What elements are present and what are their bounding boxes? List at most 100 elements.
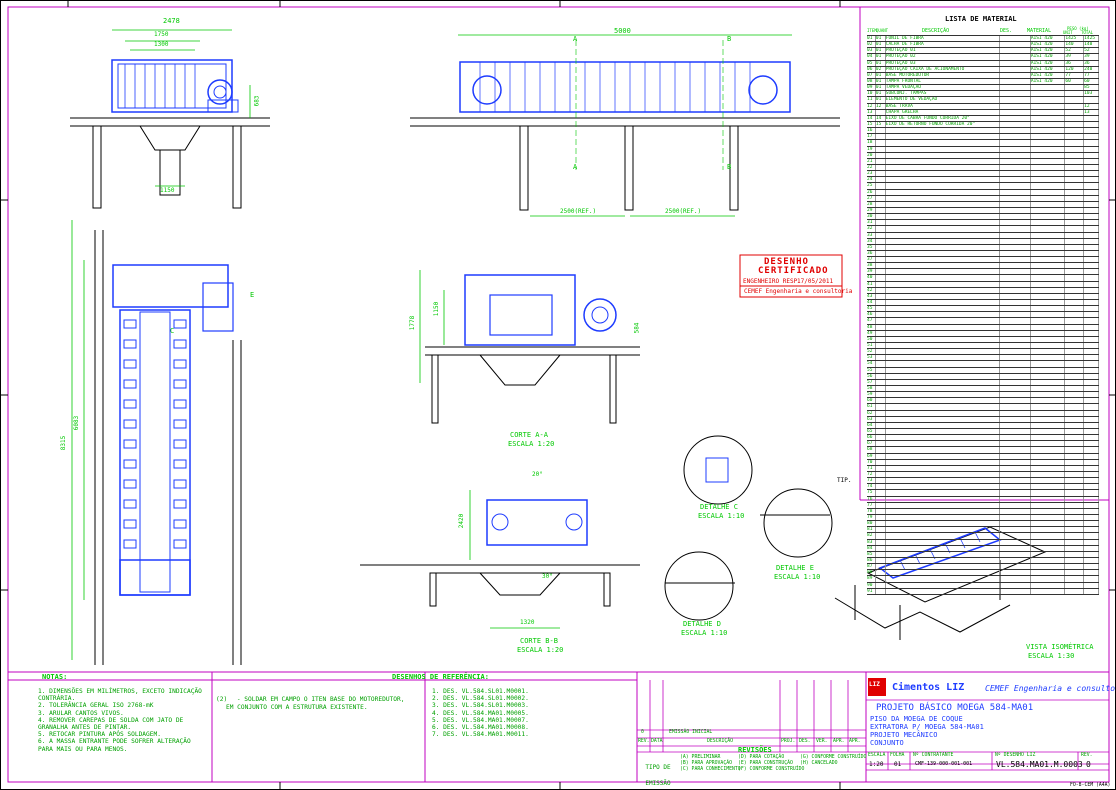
material-cell bbox=[876, 189, 886, 195]
material-cell: 10 bbox=[867, 91, 876, 97]
material-cell bbox=[1084, 355, 1099, 361]
material-row: 27 bbox=[867, 195, 1099, 202]
material-cell: 87 bbox=[867, 564, 876, 570]
material-cell bbox=[886, 244, 1001, 250]
material-cell bbox=[1000, 66, 1031, 72]
material-cell bbox=[876, 404, 886, 410]
material-cell bbox=[1084, 557, 1099, 564]
material-cell bbox=[1084, 471, 1099, 478]
material-cell: ELEMENTO DE VEDAÇÃO bbox=[886, 97, 1001, 103]
material-cell bbox=[876, 527, 886, 533]
material-row: 33 bbox=[867, 232, 1099, 239]
material-cell: 88 bbox=[867, 570, 876, 576]
folha-value: 01 bbox=[894, 761, 902, 768]
material-cell bbox=[886, 158, 1001, 164]
material-cell bbox=[1084, 539, 1099, 545]
material-cell bbox=[876, 318, 886, 324]
material-cell bbox=[886, 508, 1001, 514]
material-cell bbox=[1031, 158, 1066, 164]
material-cell bbox=[1031, 85, 1066, 91]
material-cell bbox=[1065, 459, 1085, 465]
material-cell: 59 bbox=[867, 392, 876, 398]
dim-section-b-bottom: 30° bbox=[542, 573, 553, 580]
material-cell bbox=[886, 361, 1001, 367]
revisions-title: REVISÕES bbox=[738, 746, 772, 754]
material-cell: 56 bbox=[867, 373, 876, 379]
material-cell bbox=[876, 201, 886, 207]
material-cell bbox=[1084, 404, 1099, 410]
material-cell bbox=[876, 453, 886, 459]
rev-header-apr2: APR. bbox=[849, 739, 861, 744]
material-cell bbox=[1031, 226, 1066, 232]
rev-header-proj: PROJ. bbox=[781, 739, 796, 744]
material-cell: 01 bbox=[867, 36, 876, 42]
material-row: 41 bbox=[867, 281, 1099, 288]
material-cell: 52 bbox=[1065, 48, 1085, 54]
material-cell bbox=[1065, 410, 1085, 416]
material-cell bbox=[1031, 355, 1066, 361]
material-cell bbox=[886, 324, 1001, 330]
caption-vista-iso-scale: ESCALA 1:30 bbox=[1028, 652, 1075, 660]
material-cell bbox=[886, 146, 1001, 152]
material-cell bbox=[1065, 330, 1085, 336]
material-cell bbox=[886, 422, 1001, 428]
material-cell bbox=[1031, 410, 1066, 416]
dim-left-height2: 6083 bbox=[73, 415, 81, 431]
material-cell bbox=[886, 398, 1001, 404]
material-cell bbox=[1000, 195, 1031, 201]
material-cell bbox=[1065, 300, 1085, 306]
note-line: GRANALHA ANTES DE PINTAR. bbox=[38, 724, 132, 732]
material-cell bbox=[1065, 134, 1085, 140]
material-cell bbox=[1084, 502, 1099, 508]
material-row: 60 bbox=[867, 398, 1099, 405]
material-cell bbox=[876, 379, 886, 386]
material-cell bbox=[1084, 207, 1099, 214]
material-cell bbox=[1031, 447, 1066, 453]
material-cell: 82 bbox=[867, 533, 876, 539]
material-cell bbox=[1031, 429, 1066, 435]
material-cell bbox=[1031, 379, 1066, 386]
material-cell bbox=[1084, 226, 1099, 232]
material-cell bbox=[1084, 121, 1099, 128]
material-cell bbox=[886, 318, 1001, 324]
material-cell bbox=[1084, 336, 1099, 343]
material-cell bbox=[1031, 478, 1066, 484]
material-cell: BASE TRAVA bbox=[886, 103, 1001, 109]
material-cell bbox=[876, 220, 886, 226]
material-cell bbox=[1084, 527, 1099, 533]
material-cell bbox=[1031, 214, 1066, 220]
material-cell bbox=[876, 539, 886, 545]
material-cell bbox=[1084, 238, 1099, 244]
material-cell bbox=[1084, 128, 1099, 134]
material-cell: 26 bbox=[867, 189, 876, 195]
material-row: 47 bbox=[867, 318, 1099, 325]
material-cell bbox=[1000, 324, 1031, 330]
material-cell: 13 bbox=[1084, 109, 1099, 115]
emission-option: (B) PARA APROVAÇÃO bbox=[680, 761, 732, 766]
material-cell bbox=[1065, 146, 1085, 152]
material-cell: 77 bbox=[1065, 72, 1085, 78]
caption-detalhe-e: DETALHE E bbox=[776, 564, 814, 572]
caption-corte-bb: CORTE B-B bbox=[520, 637, 558, 645]
material-cell bbox=[876, 386, 886, 392]
material-cell bbox=[1084, 146, 1099, 152]
material-row: 19 bbox=[867, 146, 1099, 153]
material-cell: 19 bbox=[867, 146, 876, 152]
dim-section-b-width: 1320 bbox=[520, 619, 535, 626]
material-cell: 78 bbox=[867, 508, 876, 514]
material-cell bbox=[1031, 416, 1066, 422]
material-cell bbox=[876, 275, 886, 281]
material-cell bbox=[1000, 287, 1031, 293]
revision-headers: REV. DATA DESCRIÇÃO PROJ. DES. VER. APR.… bbox=[637, 739, 866, 746]
material-cell: 01 bbox=[876, 78, 886, 85]
material-cell: 43 bbox=[867, 293, 876, 300]
material-cell bbox=[1031, 484, 1066, 490]
material-cell: 46 bbox=[867, 312, 876, 318]
material-cell bbox=[876, 343, 886, 349]
material-cell bbox=[886, 238, 1001, 244]
material-cell bbox=[1000, 459, 1031, 465]
material-cell: 79 bbox=[867, 514, 876, 521]
material-cell bbox=[1031, 103, 1066, 109]
material-cell: 57 bbox=[867, 379, 876, 386]
material-cell: 52 bbox=[867, 349, 876, 355]
